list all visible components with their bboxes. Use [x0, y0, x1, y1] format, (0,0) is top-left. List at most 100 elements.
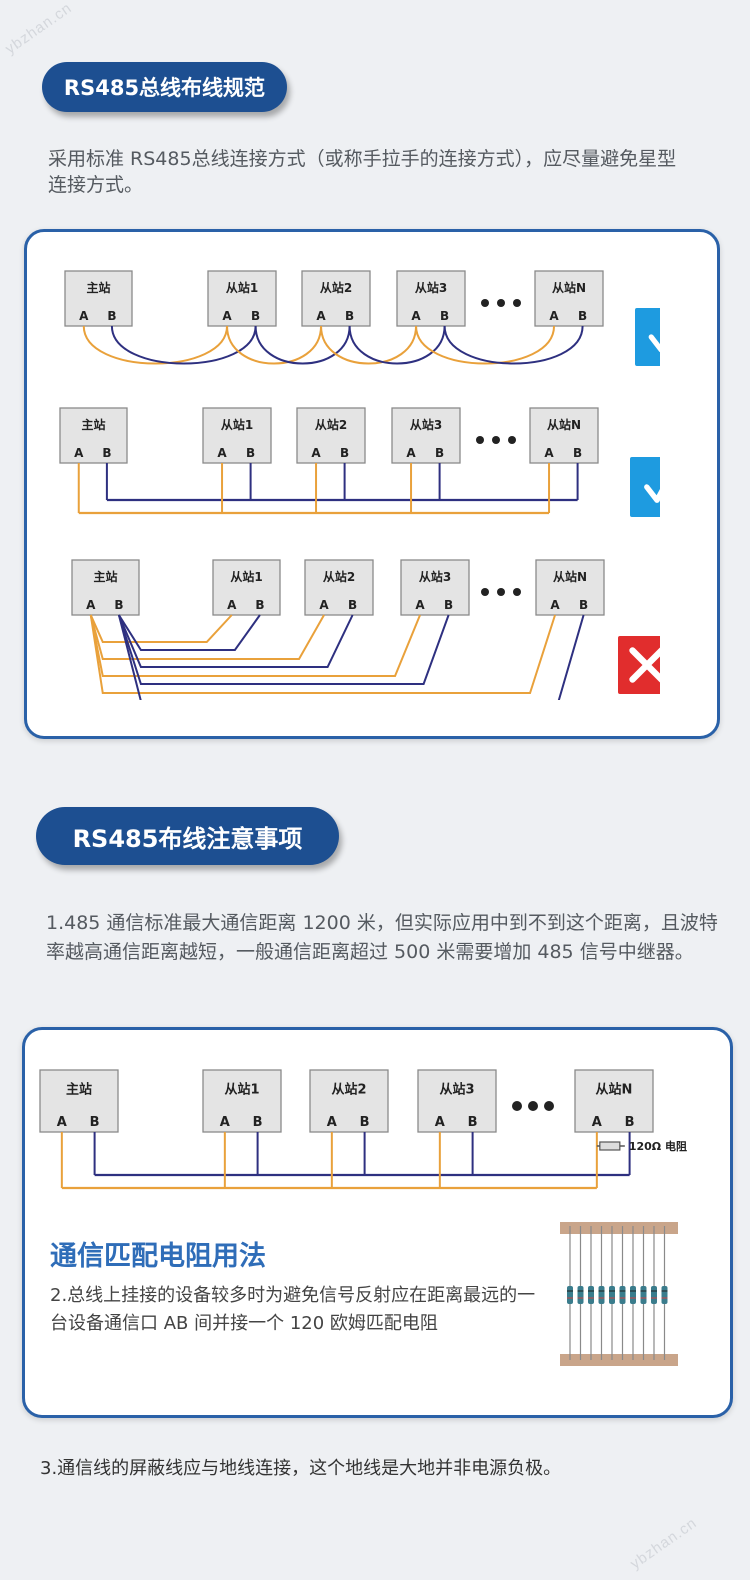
note-1: 1.485 通信标准最大通信距离 1200 米，但实际应用中到不到这个距离，且波…	[46, 912, 718, 963]
check-icon	[630, 457, 660, 517]
section2-title: RS485布线注意事项	[36, 807, 339, 865]
topology-card	[24, 229, 720, 739]
station-label: 从站3	[410, 417, 442, 432]
station-label: 主站	[93, 569, 117, 584]
pin-a-label: A	[550, 598, 560, 612]
ellipsis-dot	[476, 436, 484, 444]
resistor-label: 120Ω 电阻	[629, 1139, 687, 1153]
pin-b-label: B	[107, 309, 116, 323]
station-label: 从站N	[596, 1082, 633, 1098]
pin-b-label: B	[435, 446, 444, 460]
star-wire-a	[89, 614, 556, 694]
note-3: 3.通信线的屏蔽线应与地线连接，这个地线是大地并非电源负极。	[40, 1458, 562, 1479]
tape-bottom	[560, 1354, 678, 1366]
star-wire-a	[89, 614, 233, 643]
wire-a	[415, 325, 556, 365]
pin-a-label: A	[79, 309, 89, 323]
ellipsis-dot	[492, 436, 500, 444]
wire-b	[110, 325, 257, 365]
pin-a-label: A	[549, 309, 559, 323]
resistor-symbol	[599, 1141, 621, 1151]
star-wire-a	[89, 614, 421, 677]
pin-a-label: A	[222, 309, 232, 323]
ellipsis-dot	[513, 588, 521, 596]
pin-b-label: B	[340, 446, 349, 460]
resistor-body	[651, 1286, 657, 1304]
station-label: 从站N	[552, 280, 586, 295]
pin-b-label: B	[253, 1115, 263, 1130]
station-label: 主站	[86, 280, 110, 295]
station-label: 从站2	[331, 1082, 366, 1098]
pin-a-label: A	[217, 446, 227, 460]
station-label: 从站1	[224, 1082, 259, 1098]
master-station-box: 主站 A B	[71, 559, 140, 616]
ellipsis-dot	[481, 299, 489, 307]
station-label: 从站1	[221, 417, 253, 432]
note-2: 2.总线上挂接的设备较多时为避免信号反射应在距离最远的一台设备通信口 AB 间并…	[50, 1285, 536, 1334]
wire-b	[443, 325, 584, 365]
pin-a-label: A	[227, 598, 237, 612]
tape-top	[560, 1222, 678, 1234]
pin-b-label: B	[246, 446, 255, 460]
resistor-body	[577, 1286, 584, 1304]
station-label: 从站2	[315, 417, 347, 432]
section1-title: RS485总线布线规范	[42, 62, 287, 112]
station-label: 主站	[81, 417, 105, 432]
resistor-body	[661, 1286, 668, 1304]
star-wire-b	[118, 614, 261, 651]
section1-description: 采用标准 RS485总线连接方式（或称手拉手的连接方式），应尽量避免星型连接方式…	[48, 148, 677, 196]
pin-b-label: B	[114, 598, 123, 612]
pin-b-label: B	[468, 1115, 478, 1130]
pin-a-label: A	[316, 309, 326, 323]
pin-a-label: A	[74, 446, 84, 460]
star-wire-b	[117, 614, 354, 668]
pin-b-label: B	[573, 446, 582, 460]
pin-a-label: A	[311, 446, 321, 460]
pin-b-label: B	[345, 309, 354, 323]
termination-subtitle: 通信匹配电阻用法	[50, 1241, 266, 1272]
station-label: 从站3	[415, 280, 447, 295]
resistor-body	[619, 1286, 626, 1304]
ellipsis-dot	[481, 588, 489, 596]
watermark: ybzhan.cn	[2, 0, 76, 58]
station-label: 从站N	[547, 417, 581, 432]
resistor-body	[567, 1286, 573, 1304]
pin-b-label: B	[360, 1115, 370, 1130]
cross-icon	[618, 636, 660, 694]
station-label: 从站2	[320, 280, 352, 295]
station-label: 从站3	[419, 569, 451, 584]
station-label: 从站1	[230, 569, 262, 584]
pin-b-label: B	[90, 1115, 100, 1130]
wire-a	[320, 325, 418, 365]
pin-a-label: A	[592, 1115, 602, 1130]
ellipsis-dot	[508, 436, 516, 444]
pin-b-label: B	[578, 309, 587, 323]
master-station-box: 主站 A B	[59, 407, 128, 464]
slave-station-box: 从站N A B	[534, 270, 604, 327]
pin-a-label: A	[86, 598, 96, 612]
star-wire-b	[117, 614, 450, 685]
pin-a-label: A	[57, 1115, 67, 1130]
pin-b-label: B	[102, 446, 111, 460]
resistor-body	[640, 1286, 647, 1304]
pin-b-label: B	[579, 598, 588, 612]
pin-a-label: A	[411, 309, 421, 323]
resistor-strip-image	[558, 1220, 680, 1370]
pin-b-label: B	[251, 309, 260, 323]
station-label: 从站1	[226, 280, 258, 295]
